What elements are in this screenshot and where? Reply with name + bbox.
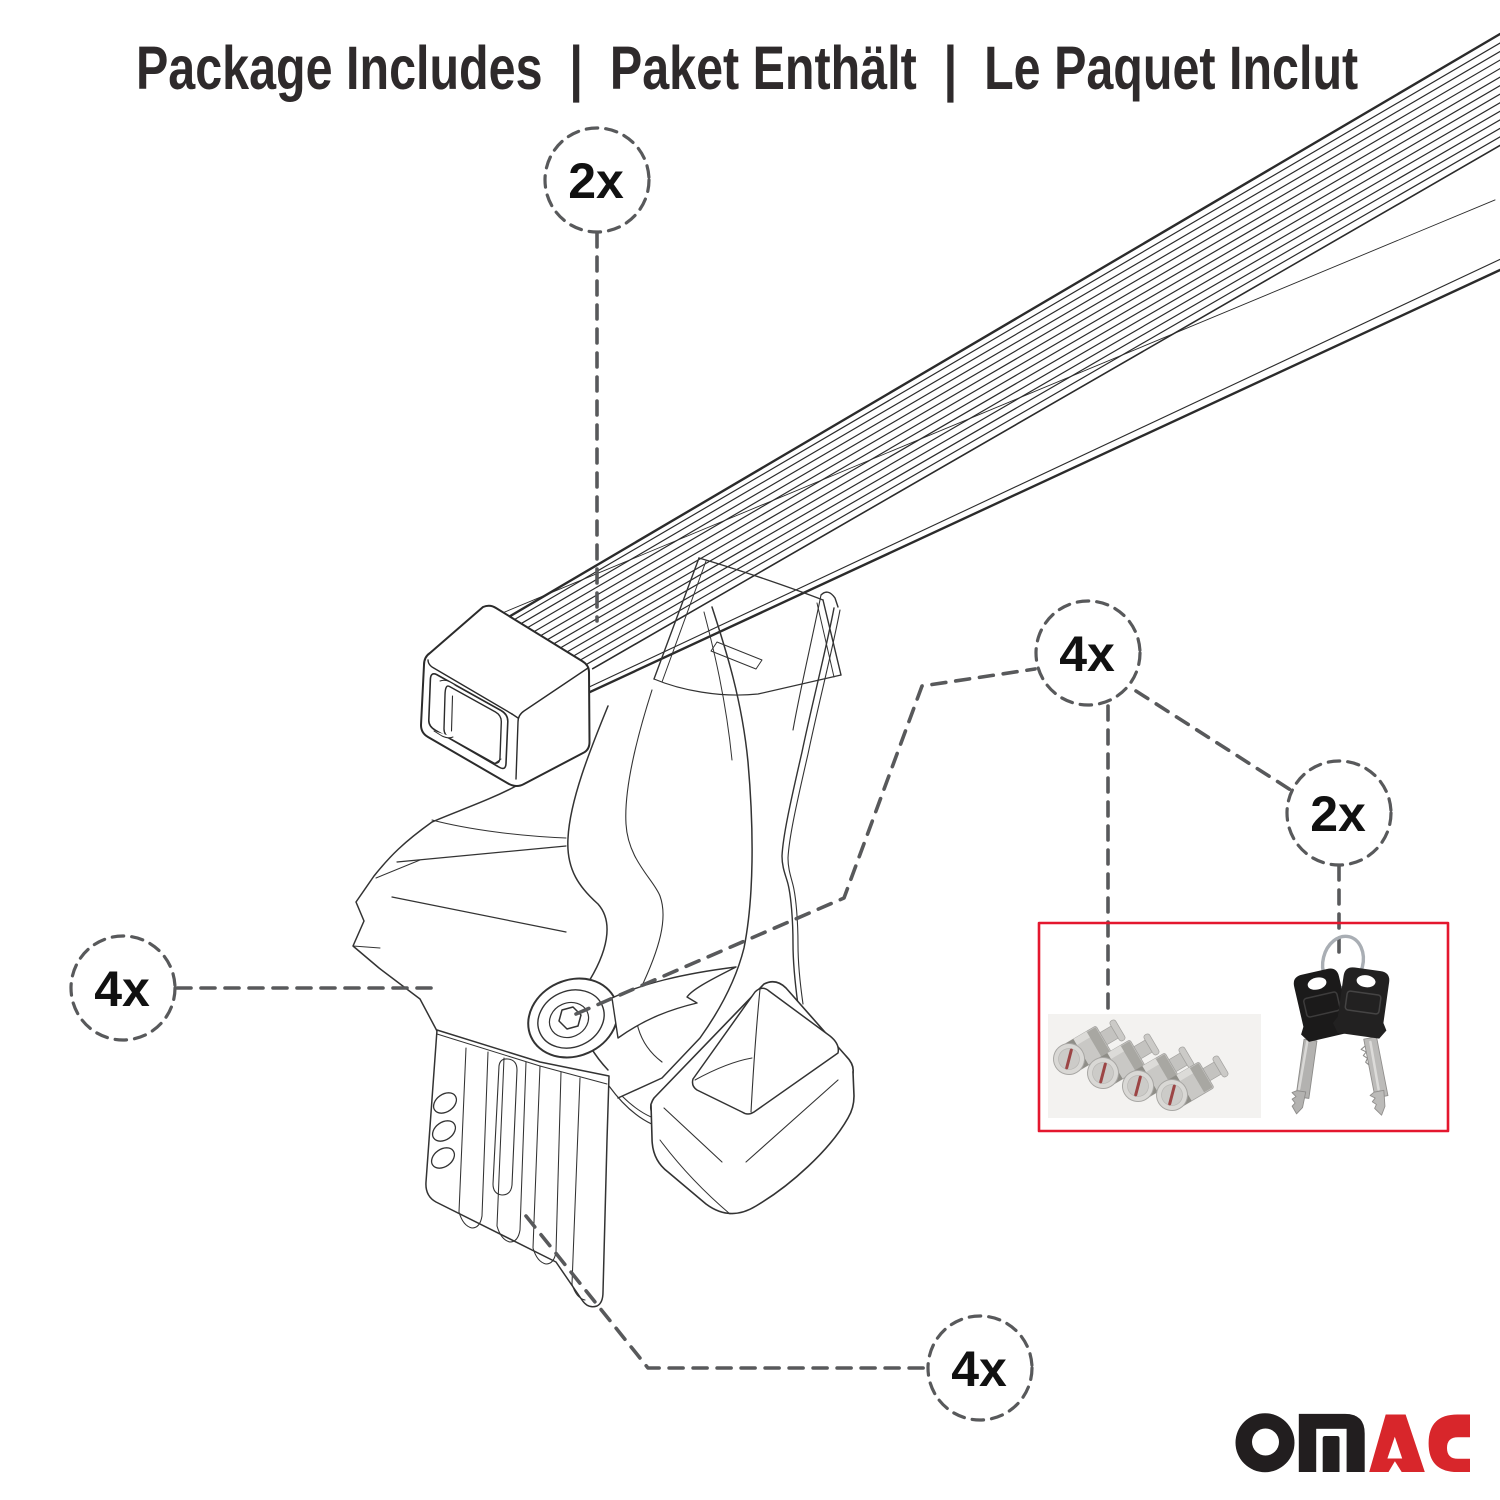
svg-text:2x: 2x [1310,786,1366,842]
svg-text:2x: 2x [568,153,624,209]
svg-text:4x: 4x [1059,626,1115,682]
svg-text:4x: 4x [94,961,150,1017]
svg-text:4x: 4x [951,1341,1007,1397]
